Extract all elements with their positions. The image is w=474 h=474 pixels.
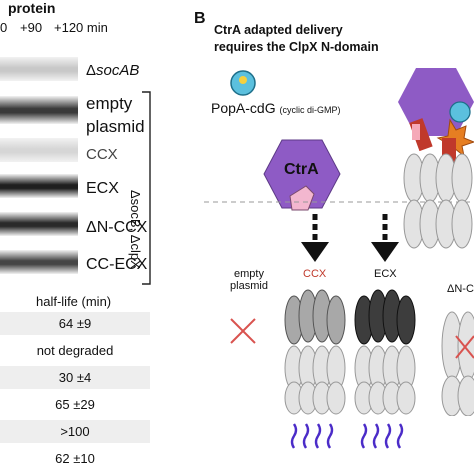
socab-text: socAB bbox=[96, 62, 140, 79]
condition-dn-label: ΔN-C bbox=[447, 283, 474, 295]
condition-empty-line1: empty bbox=[234, 268, 264, 280]
popa-note: (cyclic di-GMP) bbox=[279, 105, 341, 115]
blot-strip bbox=[0, 174, 78, 198]
half-life-row: 30 ±4 bbox=[0, 366, 150, 389]
condition-empty-label: empty plasmid bbox=[229, 268, 269, 292]
delta-symbol: Δ bbox=[86, 62, 97, 79]
peptides-ecx-icon bbox=[360, 423, 404, 449]
clpxp-dn-icon bbox=[441, 311, 474, 416]
panel-b-title-line1: CtrA adapted delivery bbox=[214, 23, 343, 37]
timepoint-120: +120 min bbox=[54, 20, 108, 35]
cross-icon-empty bbox=[230, 318, 256, 344]
condition-ecx-label: ECX bbox=[374, 268, 397, 280]
blot-strip bbox=[0, 212, 78, 236]
arrow-ccx-icon bbox=[301, 214, 329, 262]
blot-label-ccx: CCX bbox=[86, 146, 118, 163]
panel-a-header: protein bbox=[8, 0, 56, 16]
ctra-label: CtrA bbox=[284, 161, 319, 178]
bracket-label: ΔsocB, ΔclpX bbox=[128, 190, 143, 269]
blot-strip bbox=[0, 250, 78, 274]
blot-label-plasmid: plasmid bbox=[86, 117, 145, 136]
half-life-row: 65 ±29 bbox=[55, 397, 95, 412]
condition-empty-line2: plasmid bbox=[230, 280, 268, 292]
ctra-hexagon-icon bbox=[263, 139, 341, 211]
timepoint-90: +90 bbox=[20, 20, 43, 35]
blot-label-socab: ΔsocAB bbox=[86, 62, 139, 79]
half-life-row: not degraded bbox=[36, 343, 114, 358]
clpxp-complex-with-ctra bbox=[398, 68, 474, 249]
blot-label-ecx: ECX bbox=[86, 180, 119, 197]
half-life-row: >100 bbox=[0, 420, 150, 443]
condition-ccx-label: CCX bbox=[303, 268, 327, 280]
arrow-ecx-icon bbox=[371, 214, 399, 262]
blot-label-empty: empty bbox=[86, 94, 133, 113]
table-header: half-life (min) bbox=[36, 294, 112, 309]
popa-icon bbox=[230, 70, 256, 96]
clpxp-ecx-icon bbox=[354, 289, 416, 415]
panel-b-letter: B bbox=[194, 10, 206, 27]
popa-label: PopA-cdG (cyclic di-GMP) bbox=[211, 100, 340, 116]
popa-label-text: PopA-cdG bbox=[211, 100, 276, 116]
bracket bbox=[142, 91, 151, 285]
half-life-row: 64 ±9 bbox=[0, 312, 150, 335]
blot-label-dn-ccx: ΔN-CCX bbox=[86, 219, 148, 236]
panel-b-title-line2: requires the ClpX N-domain bbox=[214, 40, 379, 54]
blot-strip bbox=[0, 96, 78, 124]
peptides-ccx-icon bbox=[290, 423, 334, 449]
blot-strip bbox=[0, 57, 78, 81]
blot-label-cc-ecx: CC-ECX bbox=[86, 256, 148, 273]
timepoint-0: 0 bbox=[0, 20, 8, 35]
half-life-row: 62 ±10 bbox=[55, 451, 95, 466]
clpxp-ccx-icon bbox=[284, 289, 346, 415]
blot-strip bbox=[0, 138, 78, 162]
